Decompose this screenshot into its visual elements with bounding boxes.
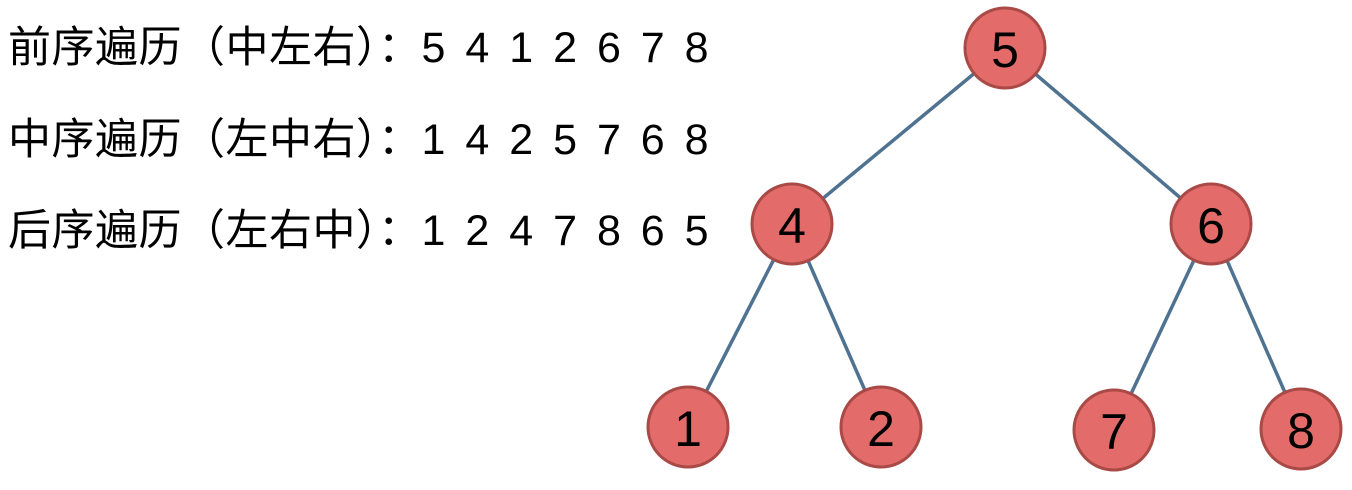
inorder-sequence: 1 4 2 5 7 6 8 [421, 116, 713, 164]
tree-node-1: 1 [646, 385, 730, 469]
preorder-label: 前序遍历（中左右）： [8, 24, 422, 72]
tree-node-5: 5 [963, 6, 1047, 90]
postorder-traversal-line: 后序遍历（左右中）：1 2 4 7 8 6 5 [8, 210, 713, 253]
tree-node-2: 2 [839, 385, 923, 469]
tree-node-circle-4 [750, 182, 834, 266]
postorder-label: 后序遍历（左右中）： [8, 207, 422, 255]
tree-node-circle-5 [963, 6, 1047, 90]
tree-edge-5-4 [790, 46, 1007, 226]
postorder-sequence: 1 2 4 7 8 6 5 [421, 207, 713, 255]
preorder-traversal-line: 前序遍历（中左右）：5 4 1 2 6 7 8 [8, 27, 713, 70]
tree-node-label-6: 6 [1197, 198, 1225, 254]
tree-node-label-8: 8 [1287, 403, 1315, 459]
inorder-label: 中序遍历（左中右）： [8, 116, 422, 164]
tree-node-label-2: 2 [867, 401, 895, 457]
tree-node-circle-7 [1072, 388, 1156, 472]
tree-node-label-1: 1 [674, 401, 702, 457]
tree-node-circle-1 [646, 385, 730, 469]
tree-node-label-4: 4 [778, 198, 806, 254]
tree-node-label-7: 7 [1100, 404, 1128, 460]
tree-node-7: 7 [1072, 388, 1156, 472]
tree-node-circle-2 [839, 385, 923, 469]
preorder-sequence: 5 4 1 2 6 7 8 [421, 24, 713, 72]
tree-node-circle-6 [1169, 182, 1253, 266]
tree-node-circle-8 [1259, 387, 1343, 471]
inorder-traversal-line: 中序遍历（左中右）：1 4 2 5 7 6 8 [8, 119, 713, 162]
tree-edge-5-6 [1003, 46, 1213, 226]
tree-node-label-5: 5 [991, 22, 1019, 78]
tree-node-8: 8 [1259, 387, 1343, 471]
tree-node-4: 4 [750, 182, 834, 266]
tree-node-6: 6 [1169, 182, 1253, 266]
